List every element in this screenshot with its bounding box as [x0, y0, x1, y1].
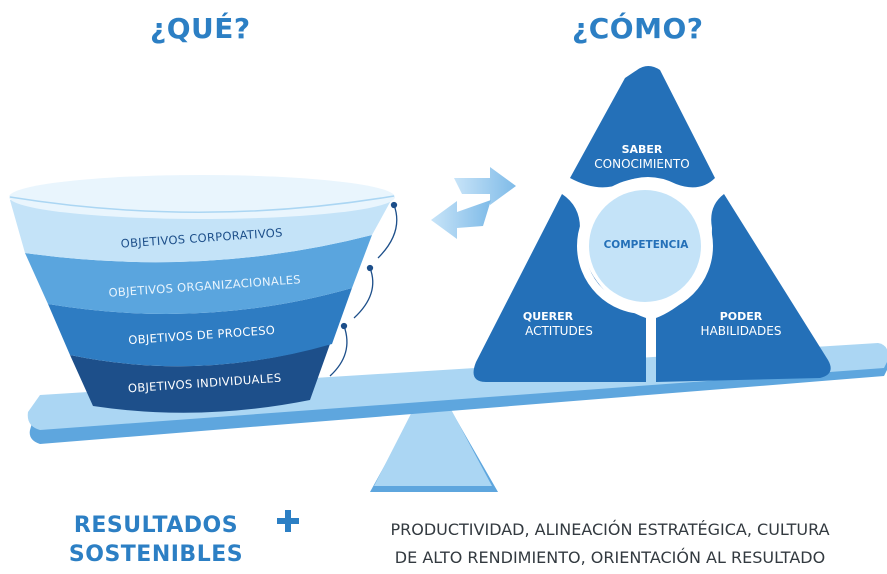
heading-que: ¿QUÉ? — [150, 12, 251, 45]
benefits-line1: PRODUCTIVIDAD, ALINEACIÓN ESTRATÉGICA, C… — [390, 520, 830, 539]
triangle-segment-poder — [656, 194, 831, 382]
plus-icon — [277, 510, 299, 532]
competency-triangle: SABER CONOCIMIENTO COMPETENCIA QUERER AC… — [473, 66, 831, 382]
competency-circle — [589, 190, 701, 302]
funnel: OBJETIVOS CORPORATIVOS OBJETIVOS ORGANIZ… — [9, 175, 395, 413]
triangle-center-label: COMPETENCIA — [604, 239, 690, 251]
triangle-poder-sub: HABILIDADES — [701, 324, 782, 338]
funnel-level-organizational — [25, 235, 372, 314]
funnel-level-individual — [70, 344, 330, 413]
triangle-segment-querer — [473, 194, 646, 382]
triangle-saber-sub: CONOCIMIENTO — [594, 157, 689, 171]
result-title-line2: SOSTENIBLES — [68, 542, 244, 567]
funnel-connectors — [329, 201, 398, 377]
triangle-poder-title: PODER — [720, 310, 763, 323]
triangle-querer-sub: ACTITUDES — [525, 324, 593, 338]
triangle-querer-title: QUERER — [523, 310, 574, 323]
triangle-saber-title: SABER — [622, 143, 663, 156]
funnel-level-process — [48, 288, 352, 367]
result-title-line1: RESULTADOS — [73, 513, 239, 538]
heading-como: ¿CÓMO? — [572, 12, 704, 45]
fulcrum — [370, 400, 498, 492]
benefits-line2: DE ALTO RENDIMIENTO, ORIENTACIÓN AL RESU… — [394, 548, 826, 567]
triangle-segment-saber — [570, 66, 715, 188]
exchange-arrows-icon — [431, 167, 516, 239]
